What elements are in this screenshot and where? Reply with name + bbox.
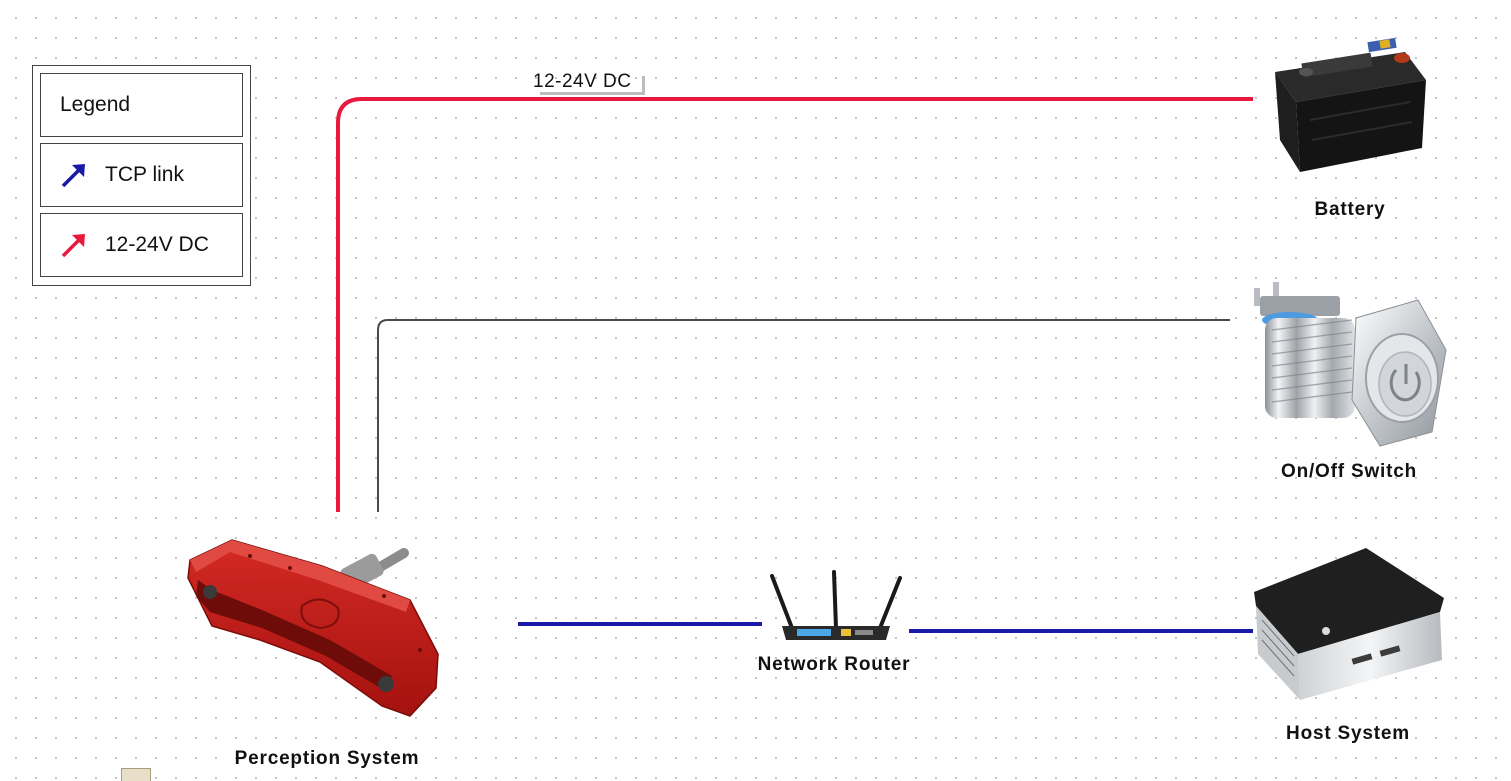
blue-arrow-icon (61, 164, 85, 188)
perception-system-icon (187, 539, 439, 717)
power-wire-label: 12-24V DC (533, 71, 632, 92)
host-system-icon (1254, 548, 1444, 700)
battery-icon (1275, 37, 1426, 172)
legend-title: Legend (40, 73, 243, 137)
legend-panel: Legend TCP link 12-24V DC (32, 65, 251, 286)
perception-system-label: Perception System (234, 748, 420, 769)
network-router-label: Network Router (757, 654, 911, 675)
power-wire (336, 97, 1253, 512)
battery-label: Battery (1314, 199, 1386, 220)
legend-label-dc-power: 12-24V DC (105, 233, 209, 256)
switch-wire (377, 319, 1230, 512)
host-system-label: Host System (1286, 723, 1410, 744)
legend-item-dc-power: 12-24V DC (40, 213, 243, 277)
page-tab (121, 768, 151, 781)
on-off-switch-label: On/Off Switch (1280, 461, 1418, 482)
network-router-icon (770, 570, 902, 640)
on-off-switch-icon (1254, 282, 1447, 447)
legend-item-tcp-link: TCP link (40, 143, 243, 207)
power-wire-label-handle (642, 76, 645, 95)
legend-label-tcp-link: TCP link (105, 163, 184, 186)
power-wire-label-underline (540, 92, 645, 95)
red-arrow-icon (61, 234, 85, 258)
